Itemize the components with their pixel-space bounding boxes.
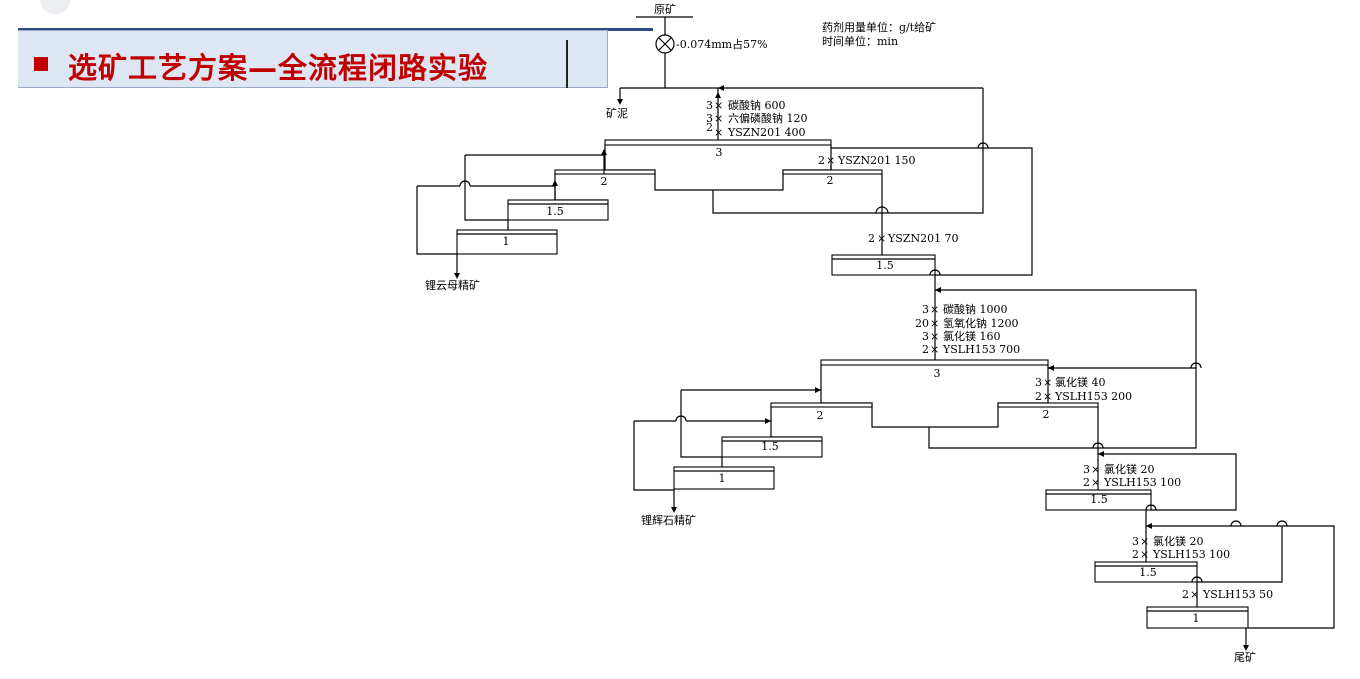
spod-reagent-3: 氯化镁 160 bbox=[943, 329, 1001, 343]
svg-text:×: × bbox=[1091, 463, 1100, 476]
svg-text:3: 3 bbox=[1083, 463, 1090, 476]
svg-text:3: 3 bbox=[1132, 535, 1139, 548]
title-banner bbox=[18, 30, 608, 88]
svg-text:2: 2 bbox=[706, 121, 713, 134]
units-note-2: 时间单位：min bbox=[822, 34, 898, 48]
spod-reagent-scav1-1: 氯化镁 40 bbox=[1055, 375, 1106, 389]
bullet-square-icon bbox=[34, 57, 48, 71]
lepidolite-concentrate-label: 锂云母精矿 bbox=[425, 278, 480, 292]
svg-text:1.5: 1.5 bbox=[1139, 566, 1157, 579]
spod-reagent-4: YSLH153 700 bbox=[942, 343, 1020, 356]
svg-text:×: × bbox=[1043, 390, 1052, 403]
spod-scavenger-1-cell bbox=[997, 402, 1099, 408]
logo-mark bbox=[40, 0, 70, 14]
feed-label: 原矿 bbox=[654, 3, 676, 16]
spod-scavenger-4-cell bbox=[1146, 606, 1249, 629]
title-rule bbox=[18, 28, 653, 31]
tailings-label: 尾矿 bbox=[1234, 651, 1256, 664]
svg-text:2: 2 bbox=[818, 154, 825, 167]
svg-text:3: 3 bbox=[934, 367, 941, 380]
spod-rougher-cell bbox=[820, 359, 1049, 366]
text-cursor bbox=[566, 40, 568, 88]
svg-text:×: × bbox=[714, 99, 723, 112]
svg-text:×: × bbox=[1091, 476, 1100, 489]
svg-text:2: 2 bbox=[817, 409, 824, 422]
svg-text:2: 2 bbox=[1182, 588, 1189, 601]
lepi-cleaner-1-cell bbox=[554, 169, 656, 175]
svg-text:3: 3 bbox=[706, 99, 713, 112]
svg-text:×: × bbox=[930, 343, 939, 356]
lepi-cleaner-2-cell bbox=[507, 199, 609, 221]
svg-text:1.5: 1.5 bbox=[761, 440, 779, 453]
svg-text:1.5: 1.5 bbox=[1090, 493, 1108, 506]
spod-cleaner-3-cell bbox=[673, 466, 775, 490]
svg-text:3: 3 bbox=[716, 146, 723, 159]
svg-text:2: 2 bbox=[827, 174, 834, 187]
svg-text:×: × bbox=[714, 126, 723, 139]
svg-text:2: 2 bbox=[1083, 476, 1090, 489]
svg-text:×: × bbox=[714, 112, 723, 125]
lepi-reagent-3: YSZN201 400 bbox=[727, 126, 806, 139]
svg-text:2: 2 bbox=[868, 232, 875, 245]
svg-text:×: × bbox=[1190, 588, 1199, 601]
lepi-reagent-1: 碳酸钠 600 bbox=[728, 98, 786, 112]
lepi-scavenger-2-cell bbox=[831, 254, 936, 276]
svg-text:1: 1 bbox=[719, 472, 726, 485]
svg-text:×: × bbox=[1140, 535, 1149, 548]
svg-text:2: 2 bbox=[1043, 408, 1050, 421]
svg-text:3: 3 bbox=[706, 112, 713, 125]
lepi-scavenger-1-cell bbox=[782, 169, 883, 175]
svg-text:×: × bbox=[930, 317, 939, 330]
svg-text:2: 2 bbox=[1132, 548, 1139, 561]
spod-reagent-1: 碳酸钠 1000 bbox=[943, 302, 1008, 316]
svg-text:20: 20 bbox=[915, 317, 929, 330]
slime-label: 矿泥 bbox=[606, 107, 628, 120]
spod-scavenger-2-cell bbox=[1045, 489, 1152, 511]
spod-cleaner-2-cell bbox=[721, 436, 823, 458]
lepi-rougher-cell bbox=[604, 139, 832, 146]
grinding-label: -0.074mm占57% bbox=[676, 37, 768, 51]
svg-text:3: 3 bbox=[922, 303, 929, 316]
svg-text:×: × bbox=[930, 303, 939, 316]
spod-reagent-scav3-1: 氯化镁 20 bbox=[1153, 534, 1204, 548]
spod-scavenger-3-cell bbox=[1094, 561, 1198, 583]
svg-text:×: × bbox=[1140, 548, 1149, 561]
svg-text:×: × bbox=[877, 232, 886, 245]
spod-cleaner-1-cell bbox=[770, 402, 873, 408]
svg-text:2: 2 bbox=[601, 175, 608, 188]
svg-text:2: 2 bbox=[1035, 390, 1042, 403]
spod-reagent-scav1-2: YSLH153 200 bbox=[1054, 390, 1132, 403]
spod-reagent-scav3-2: YSLH153 100 bbox=[1152, 548, 1230, 561]
svg-text:2: 2 bbox=[922, 343, 929, 356]
svg-text:3: 3 bbox=[922, 330, 929, 343]
lepi-reagent-scav1: YSZN201 150 bbox=[837, 154, 916, 167]
spod-reagent-scav4: YSLH153 50 bbox=[1202, 588, 1273, 601]
spod-reagent-2: 氢氧化钠 1200 bbox=[943, 316, 1019, 330]
svg-text:×: × bbox=[930, 330, 939, 343]
spod-reagent-scav2-1: 氯化镁 20 bbox=[1104, 462, 1155, 476]
lepi-reagent-scav2: YSZN201 70 bbox=[887, 232, 959, 245]
svg-text:1: 1 bbox=[1193, 612, 1200, 625]
spodumene-concentrate-label: 锂辉石精矿 bbox=[641, 513, 696, 527]
svg-text:1.5: 1.5 bbox=[876, 259, 894, 272]
svg-text:×: × bbox=[1043, 376, 1052, 389]
lepi-reagent-2: 六偏磷酸钠 120 bbox=[728, 111, 808, 125]
slide-title: 选矿工艺方案—全流程闭路实验 bbox=[68, 51, 489, 85]
svg-text:3: 3 bbox=[1035, 376, 1042, 389]
svg-text:1: 1 bbox=[503, 235, 510, 248]
svg-text:×: × bbox=[826, 154, 835, 167]
svg-text:1.5: 1.5 bbox=[546, 205, 564, 218]
spod-reagent-scav2-2: YSLH153 100 bbox=[1103, 476, 1181, 489]
units-note-1: 药剂用量单位：g/t给矿 bbox=[822, 20, 936, 34]
